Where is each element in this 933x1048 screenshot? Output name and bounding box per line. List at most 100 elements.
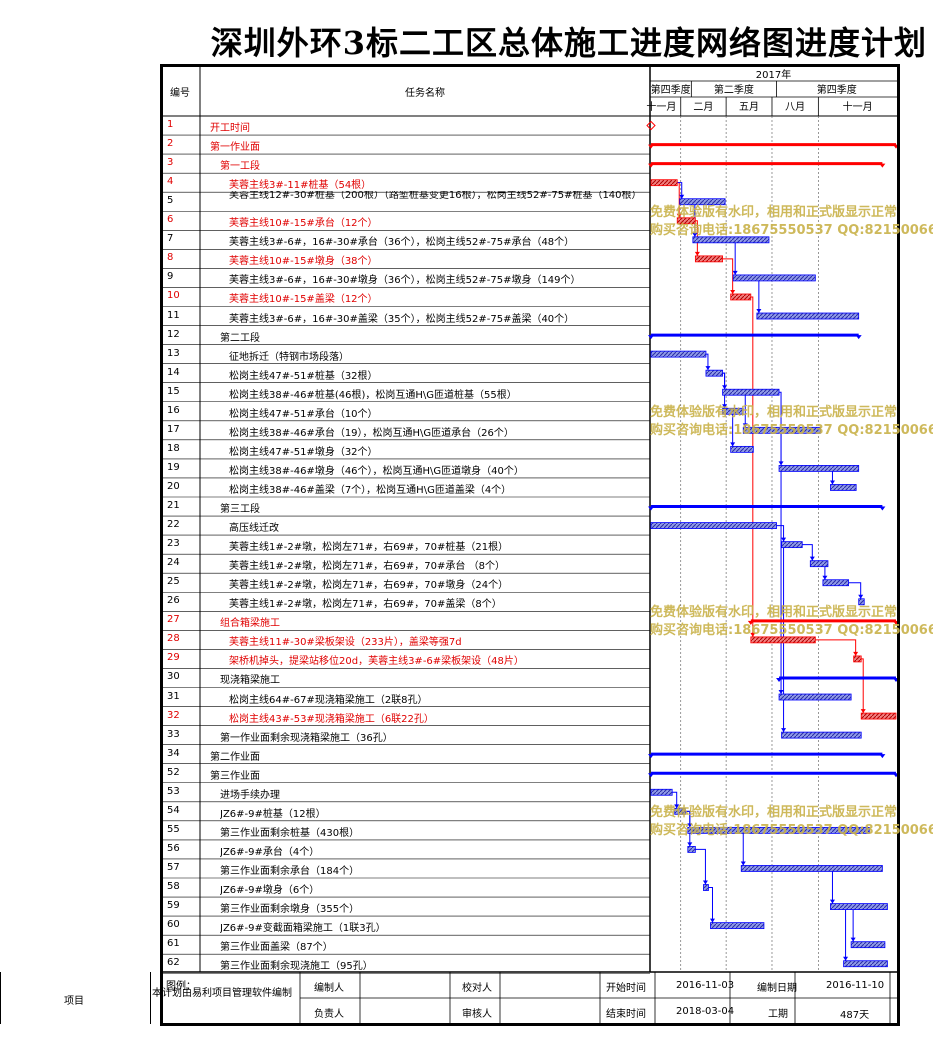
row-task-name: 芙蓉主线3#-6#，16#-30#承台（36个），松岗主线52#-75#承台（4…: [229, 237, 575, 249]
row-number: 1: [167, 119, 174, 130]
reviewer-label: 审核人: [462, 1009, 492, 1020]
row-number: 11: [167, 309, 180, 321]
row-task-name: 芙蓉主线3#-11#桩基（54根）: [229, 180, 372, 192]
task-bar: [860, 712, 897, 720]
task-bar: [778, 693, 852, 701]
task-bar: [781, 541, 803, 549]
row-number: 18: [167, 442, 180, 454]
row-number: 13: [167, 347, 180, 359]
row-task-name: 第三作业面剩余墩身（355个）: [220, 904, 360, 916]
row-number: 30: [167, 671, 180, 683]
dependency-link: [677, 182, 683, 199]
row-task-name: 第三作业面剩余承台（184个）: [220, 865, 360, 877]
dependency-arrow: [750, 632, 756, 637]
header-task-name: 任务名称: [405, 86, 445, 99]
summary-cap-start: [776, 677, 783, 682]
row-task-name: 第三作业面: [210, 770, 260, 782]
row-task-name: 松岗主线47#-51#桩基（32根）: [229, 370, 378, 382]
dependency-arrow: [687, 842, 693, 847]
row-number: 3: [167, 157, 174, 169]
row-number: 55: [167, 823, 180, 835]
watermark-line-6: 购买咨询电话:18675550537 QQ:82150066: [650, 623, 933, 638]
row-task-name: 第一作业面: [210, 142, 260, 154]
row-task-name: 组合箱梁施工: [220, 618, 280, 630]
task-bar: [710, 922, 765, 930]
dependency-link: [672, 791, 678, 809]
dependency-link: [722, 372, 726, 390]
task-bar: [730, 445, 754, 453]
dependency-arrow: [730, 289, 736, 294]
task-bar: [822, 579, 850, 587]
dependency-arrow: [676, 213, 682, 218]
summary-cap-start: [648, 506, 655, 511]
dependency-arrow: [742, 423, 748, 428]
dependency-arrow: [702, 880, 708, 885]
task-bar: [676, 217, 696, 225]
task-bar: [858, 598, 865, 606]
row-number: 53: [167, 785, 180, 797]
task-bar: [778, 465, 860, 472]
row-number: 8: [167, 252, 174, 264]
row-task-name: 现浇箱梁施工: [220, 675, 280, 687]
dependency-link: [861, 658, 864, 714]
row-number: 52: [167, 766, 180, 778]
summary-cap-end: [879, 754, 886, 759]
watermark-line-5: 免费体验版有水印，相用和正式版显示正常: [650, 605, 898, 620]
end-label: 结束时间: [606, 1009, 646, 1020]
header-month: 十一月: [646, 100, 676, 113]
dependency-arrow: [694, 251, 700, 256]
header-month: 八月: [785, 101, 805, 113]
task-bar: [781, 731, 862, 739]
dependency-arrow: [732, 270, 738, 275]
row-number: 22: [167, 519, 180, 531]
row-task-name: 高压线迁改: [229, 523, 279, 535]
summary-cap-start: [648, 335, 655, 340]
date-label: 编制日期: [757, 983, 797, 994]
dependency-arrow: [858, 594, 864, 599]
dependency-arrow: [860, 709, 866, 714]
dependency-arrow: [730, 442, 736, 447]
gantt-chart: 编号任务名称2017年第四季度第二季度第四季度十一月二月五月八月十一月: [160, 67, 900, 1026]
row-task-name: 松岗主线47#-51#墩身（32个）: [229, 446, 378, 458]
task-bar: [650, 179, 678, 187]
row-task-name: 松岗主线64#-67#现浇箱梁施工（2联8孔）: [229, 694, 428, 706]
row-task-name: 松岗主线38#-46#桩基(46根)，松岗互通H\G匝道桩基（55根）: [229, 389, 517, 401]
row-task-name: JZ6#-9#变截面箱梁施工（1联3孔）: [220, 923, 386, 935]
row-task-name: 第一工段: [220, 161, 260, 173]
summary-cap-end: [879, 163, 886, 168]
dependency-arrow: [722, 404, 728, 409]
summary-cap-end: [855, 335, 862, 340]
dependency-arrow: [679, 194, 685, 199]
dependency-arrow: [740, 861, 746, 866]
page-title: 深圳外环3标二工区总体施工进度网络图进度计划: [210, 24, 927, 62]
task-bar: [732, 274, 816, 282]
row-number: 27: [167, 614, 180, 626]
row-number: 54: [167, 804, 180, 816]
task-bar: [756, 312, 860, 320]
row-number: 33: [167, 728, 180, 740]
row-number: 2: [167, 138, 174, 150]
row-number: 25: [167, 576, 180, 588]
row-task-name: 芙蓉主线3#-6#，16#-30#盖梁（35个），松岗主线52#-75#盖梁（4…: [229, 313, 575, 325]
task-bar: [843, 960, 888, 968]
row-number: 24: [167, 557, 180, 569]
task-bar: [650, 522, 777, 529]
outer-divider-right: [150, 972, 151, 1024]
row-number: 10: [167, 290, 180, 302]
row-task-name: 芙蓉主线3#-6#，16#-30#墩身（36个），松岗主线52#-75#墩身（1…: [229, 275, 581, 287]
watermark-line-1: 免费体验版有水印，相用和正式版显示正常: [650, 205, 898, 220]
dependency-arrow: [822, 575, 828, 580]
row-number: 32: [167, 709, 180, 721]
row-number: 7: [167, 233, 174, 245]
outer-divider-left: [0, 972, 1, 1024]
row-task-name: 开工时间: [210, 123, 250, 134]
dependency-arrow: [705, 366, 711, 371]
row-number: 31: [167, 690, 180, 702]
row-task-name: 松岗主线38#-46#盖梁（7个），松岗互通H\G匝道盖梁（4个）: [229, 484, 512, 496]
task-bar: [722, 407, 744, 415]
task-bar: [830, 903, 888, 910]
row-number: 5: [167, 195, 174, 207]
end-value: 2018-03-04: [676, 1006, 735, 1017]
task-bar: [850, 941, 886, 949]
row-number: 12: [167, 328, 180, 340]
